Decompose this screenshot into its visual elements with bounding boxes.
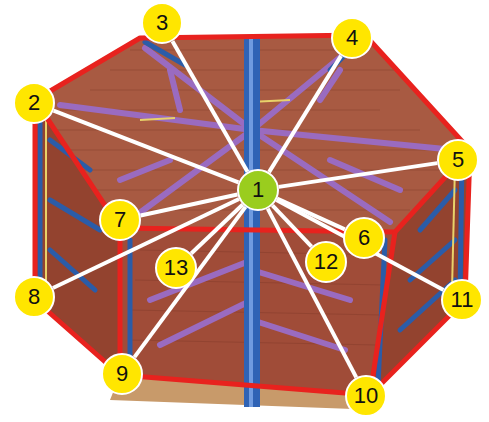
callout-circle: 2 <box>13 82 55 124</box>
callout-number: 10 <box>354 385 378 407</box>
callout-number: 8 <box>28 286 40 308</box>
central-vein-highlight <box>249 35 253 407</box>
callout-circle: 9 <box>101 353 143 395</box>
callout-number: 2 <box>28 92 40 114</box>
callout-circle: 4 <box>331 17 373 59</box>
callout-circle: 7 <box>99 199 141 241</box>
callout-number: 12 <box>314 251 338 273</box>
callout-number: 11 <box>451 289 474 311</box>
leader-line <box>191 204 243 253</box>
leader-line <box>134 207 245 357</box>
leader-line <box>279 163 437 187</box>
callout-circle: 8 <box>13 276 55 318</box>
left-face <box>35 100 120 375</box>
leader-line <box>276 200 443 290</box>
lobule-outline <box>35 35 470 395</box>
callout-number: 3 <box>156 12 168 34</box>
leader-line <box>172 41 247 172</box>
callout-circle: 12 <box>305 241 347 283</box>
callout-circle: 11 <box>441 279 483 321</box>
leader-line <box>277 199 345 230</box>
callout-number: 4 <box>346 27 358 49</box>
leader-line <box>54 111 239 183</box>
central-vein <box>244 35 260 407</box>
callout-number: 5 <box>452 149 464 171</box>
leader-line <box>53 199 239 288</box>
callout-circle: 13 <box>155 247 197 289</box>
callout-circle: 5 <box>437 139 479 181</box>
callout-number: 6 <box>358 227 370 249</box>
callout-number: 1 <box>252 179 264 201</box>
callout-number: 7 <box>114 209 126 231</box>
callout-circle: 3 <box>141 2 183 44</box>
leader-line <box>272 205 311 246</box>
callout-number: 13 <box>164 257 188 279</box>
center-circle: 1 <box>237 169 279 211</box>
callout-circle: 6 <box>343 217 385 259</box>
callout-circle: 10 <box>345 375 387 417</box>
leader-line <box>269 56 341 172</box>
callout-number: 9 <box>116 363 128 385</box>
